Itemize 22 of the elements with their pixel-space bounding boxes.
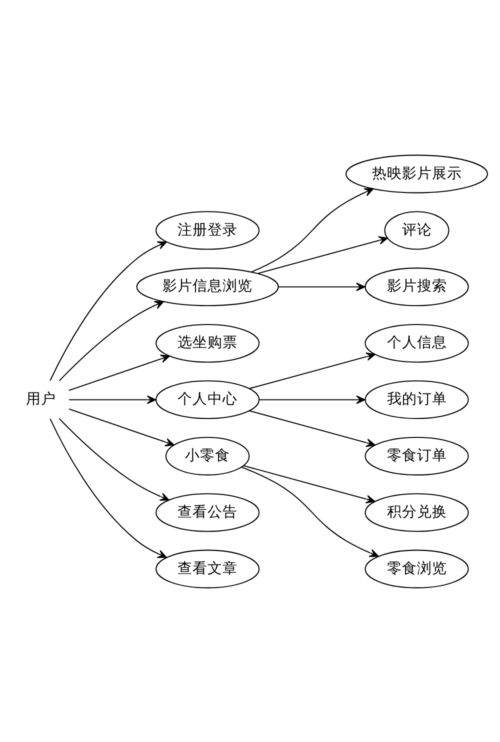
arrow [58,418,170,500]
arrow [244,464,376,503]
arrow [258,236,388,274]
node-ellipse: 个人中心 [156,380,260,419]
node-ellipse: 影片信息浏览 [136,267,279,306]
arrow [68,354,170,390]
node-ellipse: 热映影片展示 [346,154,488,193]
arrow [241,466,379,557]
arrow [249,410,376,446]
arrow [259,394,366,404]
arrow [50,418,167,558]
node-ellipse: 我的订单 [364,380,469,419]
arrow [50,240,167,380]
arrow [249,352,376,389]
node-text: 用户 [26,390,56,408]
node-ellipse: 影片搜索 [364,267,469,306]
arrow [251,188,374,272]
arrow [68,408,174,446]
arrow [69,394,156,404]
arrow [58,300,164,381]
arrow [278,282,366,291]
node-ellipse: 评论 [384,210,450,250]
